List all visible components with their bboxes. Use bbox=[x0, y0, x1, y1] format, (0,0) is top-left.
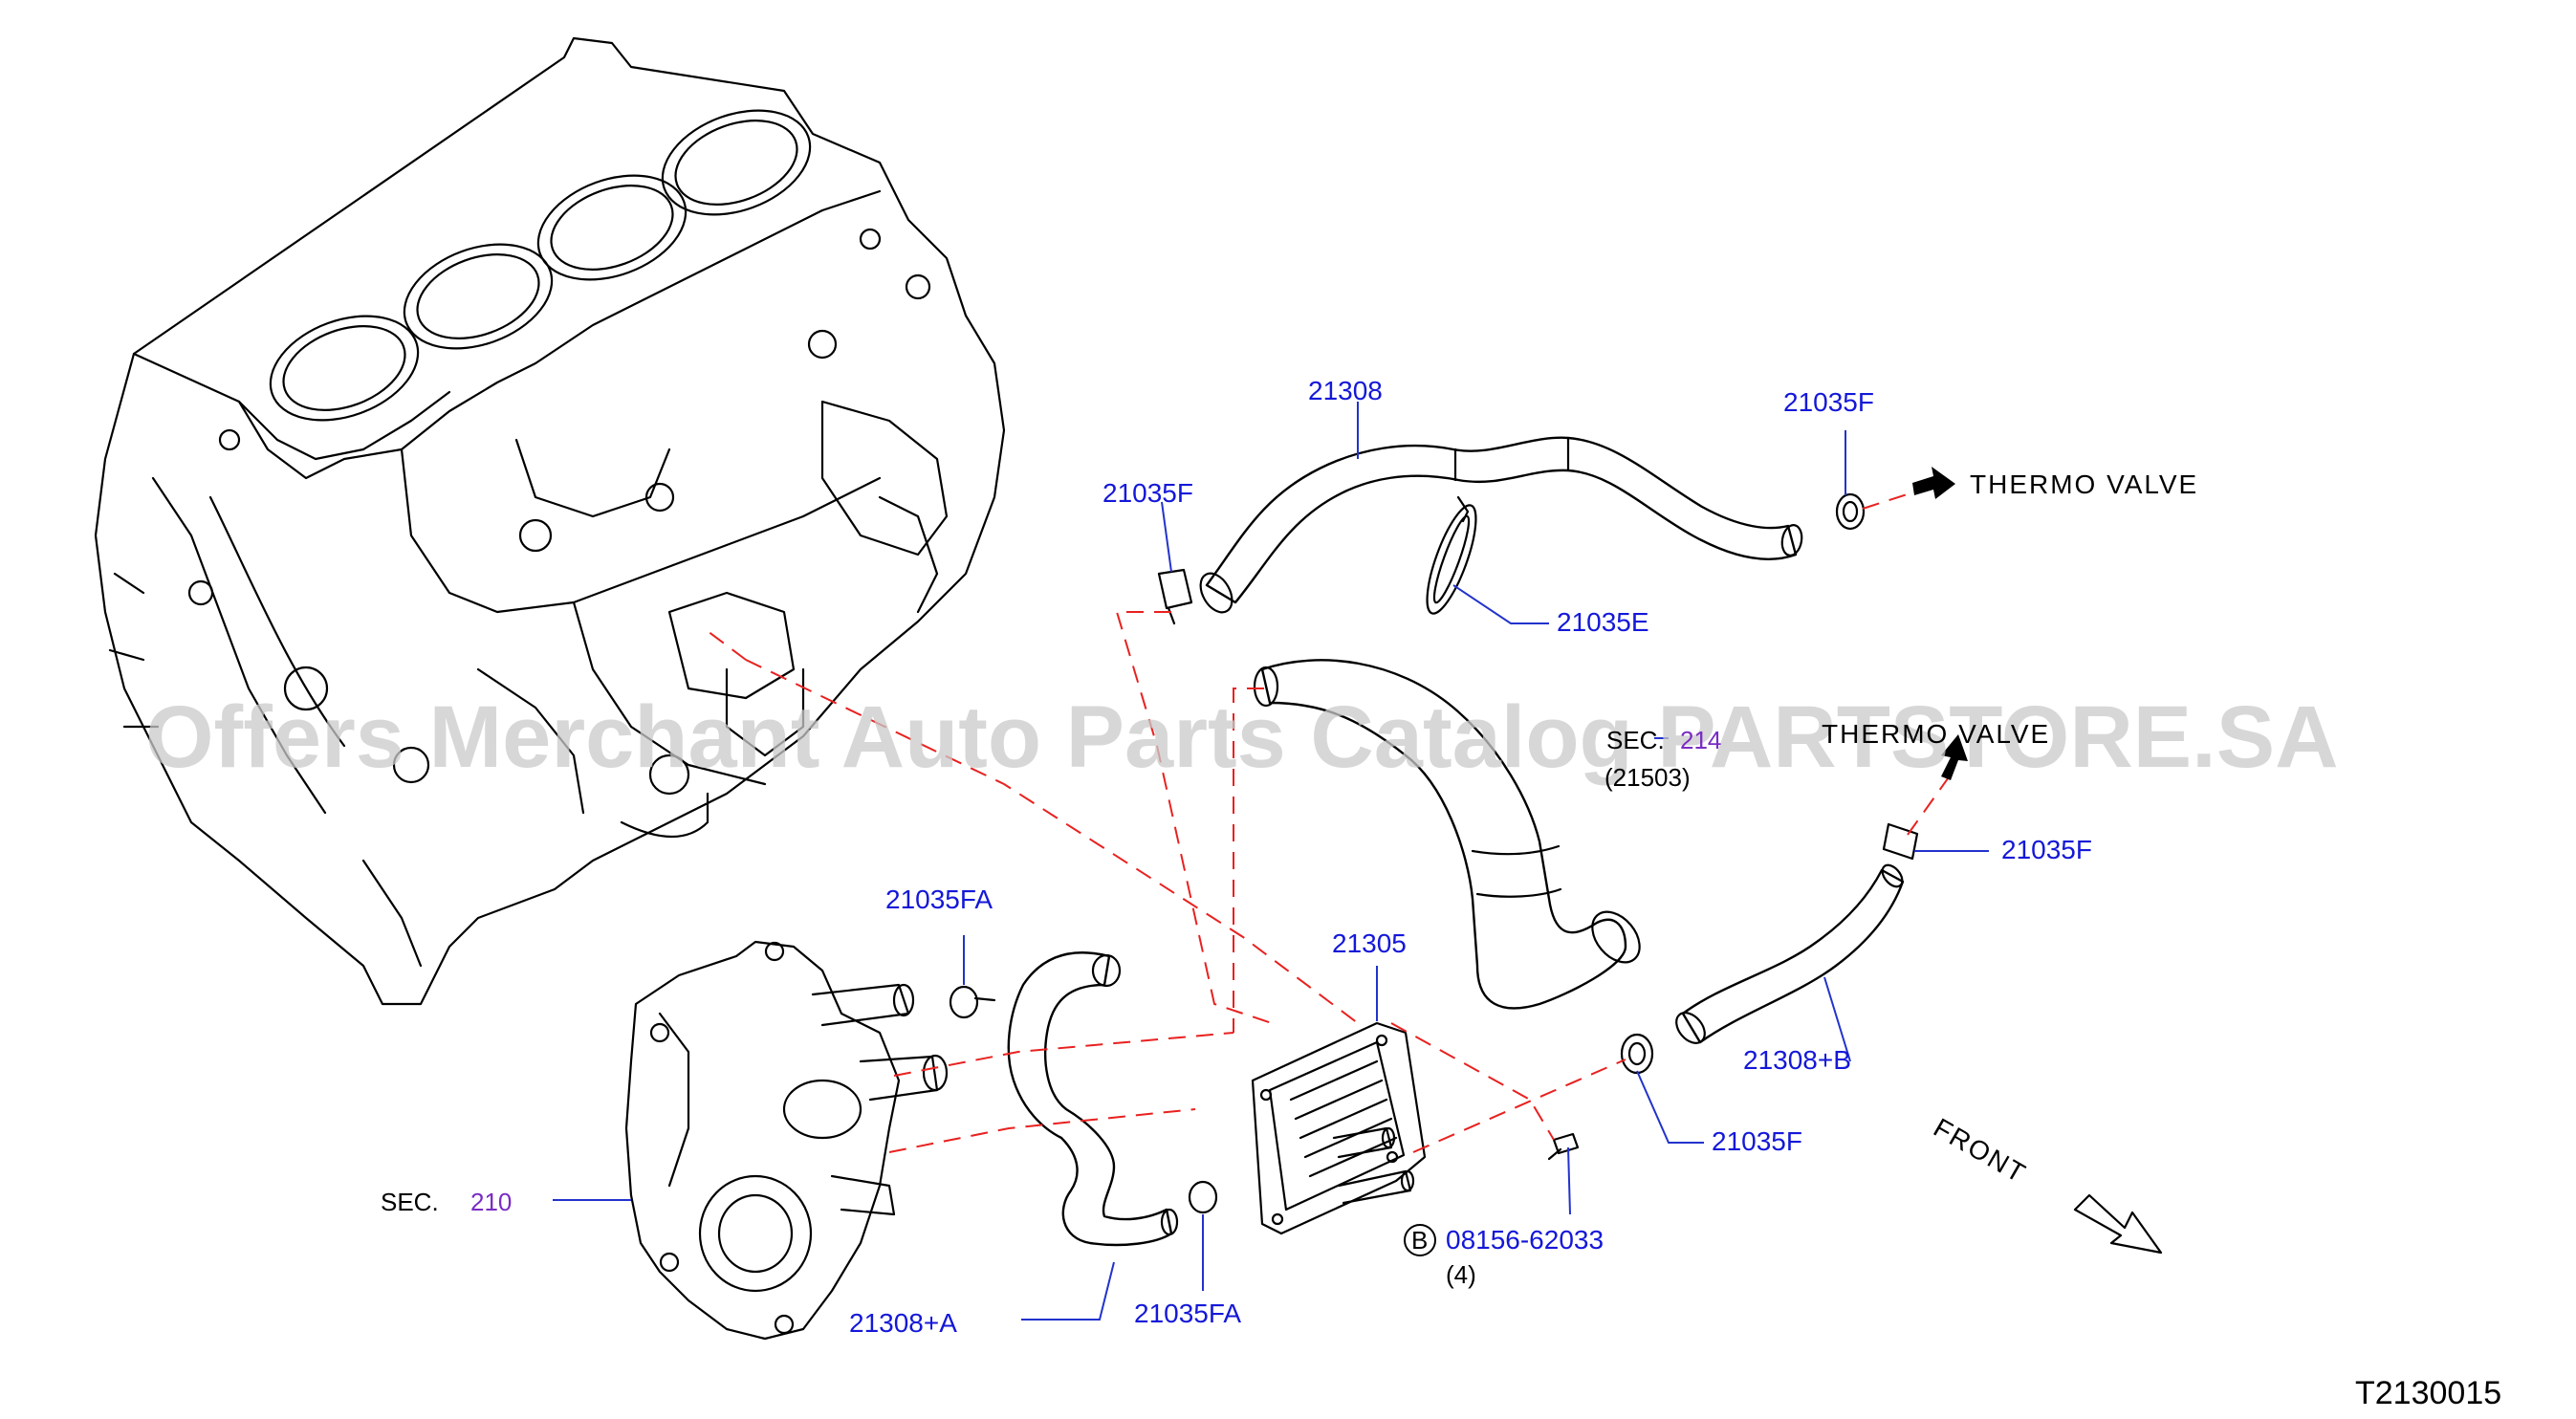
engine-block bbox=[94, 36, 1006, 1006]
clamp-21035f-left bbox=[1157, 568, 1193, 625]
label-hose-21308-a: 21308+A bbox=[849, 1308, 957, 1338]
bolt-marker-circle bbox=[1404, 1224, 1436, 1256]
arrow-thermo-valve-lower bbox=[1941, 734, 1968, 780]
watermark: Offers Merchant Auto Parts Catalog PARTS… bbox=[145, 688, 2339, 786]
hose-21308 bbox=[1199, 436, 1803, 614]
label-clamp-e: 21035E bbox=[1557, 607, 1649, 637]
hose-21308-b bbox=[1675, 863, 1905, 1044]
clamp-21035fa-bottom bbox=[1188, 1180, 1218, 1214]
label-clamp-fa-top: 21035FA bbox=[885, 884, 993, 914]
front-cover-assembly bbox=[624, 940, 949, 1341]
label-sec-214-num: 214 bbox=[1680, 726, 1721, 754]
label-hose-21308-b: 21308+B bbox=[1743, 1045, 1851, 1075]
hose-sec-214 bbox=[1253, 659, 1641, 1010]
label-clamp-right-mid: 21035F bbox=[2001, 835, 2092, 864]
front-arrow-icon bbox=[2073, 1193, 2163, 1255]
hose-21308-a bbox=[1007, 951, 1179, 1247]
clamp-21035f-right-low bbox=[1620, 1033, 1654, 1075]
label-front: FRONT bbox=[1929, 1112, 2032, 1189]
label-bolt-qty: (4) bbox=[1446, 1260, 1476, 1289]
arrow-thermo-valve-upper bbox=[1912, 467, 1955, 499]
leader-lines bbox=[553, 402, 1989, 1321]
label-sec-210-num: 210 bbox=[470, 1188, 512, 1216]
label-sec-210-prefix: SEC. bbox=[381, 1188, 439, 1216]
clamp-21035f-right-mid bbox=[1882, 822, 1919, 861]
clamp-21035fa-top bbox=[949, 985, 996, 1019]
label-clamp-fa-bottom: 21035FA bbox=[1134, 1299, 1241, 1328]
label-thermo-valve-upper: THERMO VALVE bbox=[1970, 469, 2198, 499]
clamp-21035e bbox=[1426, 495, 1477, 615]
label-clamp-upper-left: 21035F bbox=[1102, 478, 1193, 508]
clamp-21035f-upper-right bbox=[1835, 492, 1866, 531]
bolt-08156-62033 bbox=[1547, 1132, 1580, 1161]
label-clamp-upper-right: 21035F bbox=[1783, 387, 1874, 417]
label-clamp-right-low: 21035F bbox=[1712, 1126, 1802, 1156]
label-sec-214-sub: (21503) bbox=[1605, 763, 1691, 792]
connection-lines bbox=[707, 489, 1952, 1153]
diagram-code: T2130015 bbox=[2355, 1375, 2501, 1411]
label-oil-cooler-21305: 21305 bbox=[1332, 928, 1407, 958]
label-hose-21308: 21308 bbox=[1308, 376, 1383, 405]
label-sec-214-prefix: SEC. bbox=[1606, 726, 1665, 754]
label-thermo-valve-lower: THERMO VALVE bbox=[1822, 719, 2050, 749]
oil-cooler-21305 bbox=[1251, 1021, 1427, 1235]
label-bolt-marker: B bbox=[1411, 1226, 1428, 1255]
label-bolt: 08156-62033 bbox=[1446, 1225, 1604, 1255]
